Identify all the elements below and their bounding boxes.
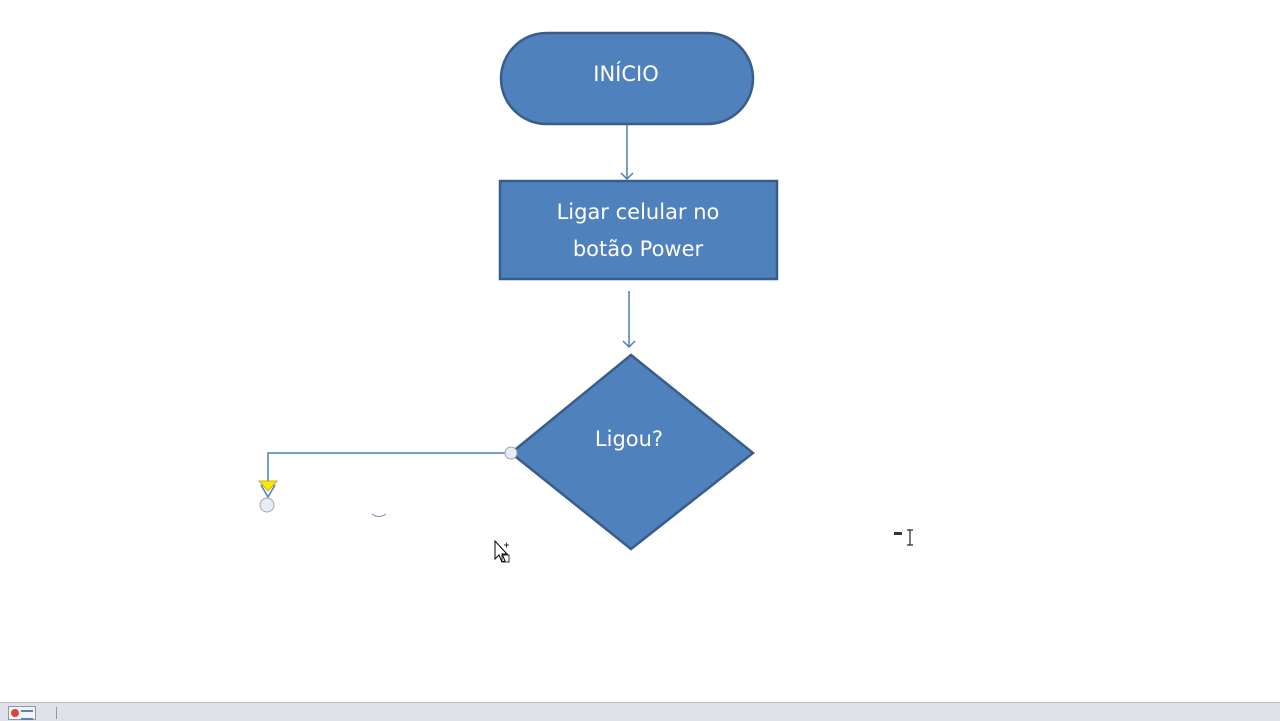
process-label-line-1: Ligar celular no — [557, 200, 720, 224]
decision-label: Ligou? — [595, 427, 663, 451]
connection-point-handle[interactable] — [504, 446, 518, 460]
move-pointer-icon — [494, 539, 510, 563]
adjust-handle-icon[interactable] — [258, 480, 278, 492]
decision-diamond[interactable]: Ligou? — [509, 353, 756, 551]
endpoint-handle[interactable] — [259, 497, 275, 513]
text-ibeam-icon — [894, 529, 913, 546]
process-label-line-2: botão Power — [573, 237, 704, 261]
presentation-app-icon[interactable] — [8, 706, 36, 720]
process-box[interactable]: Ligar celular no botão Power — [498, 179, 779, 281]
connector-decision-left[interactable] — [258, 446, 518, 513]
start-label: INÍCIO — [593, 61, 658, 86]
start-terminator[interactable]: INÍCIO — [499, 31, 755, 126]
taskbar-divider — [56, 707, 57, 719]
faint-arc-mark — [371, 513, 387, 518]
taskbar — [0, 702, 1280, 721]
